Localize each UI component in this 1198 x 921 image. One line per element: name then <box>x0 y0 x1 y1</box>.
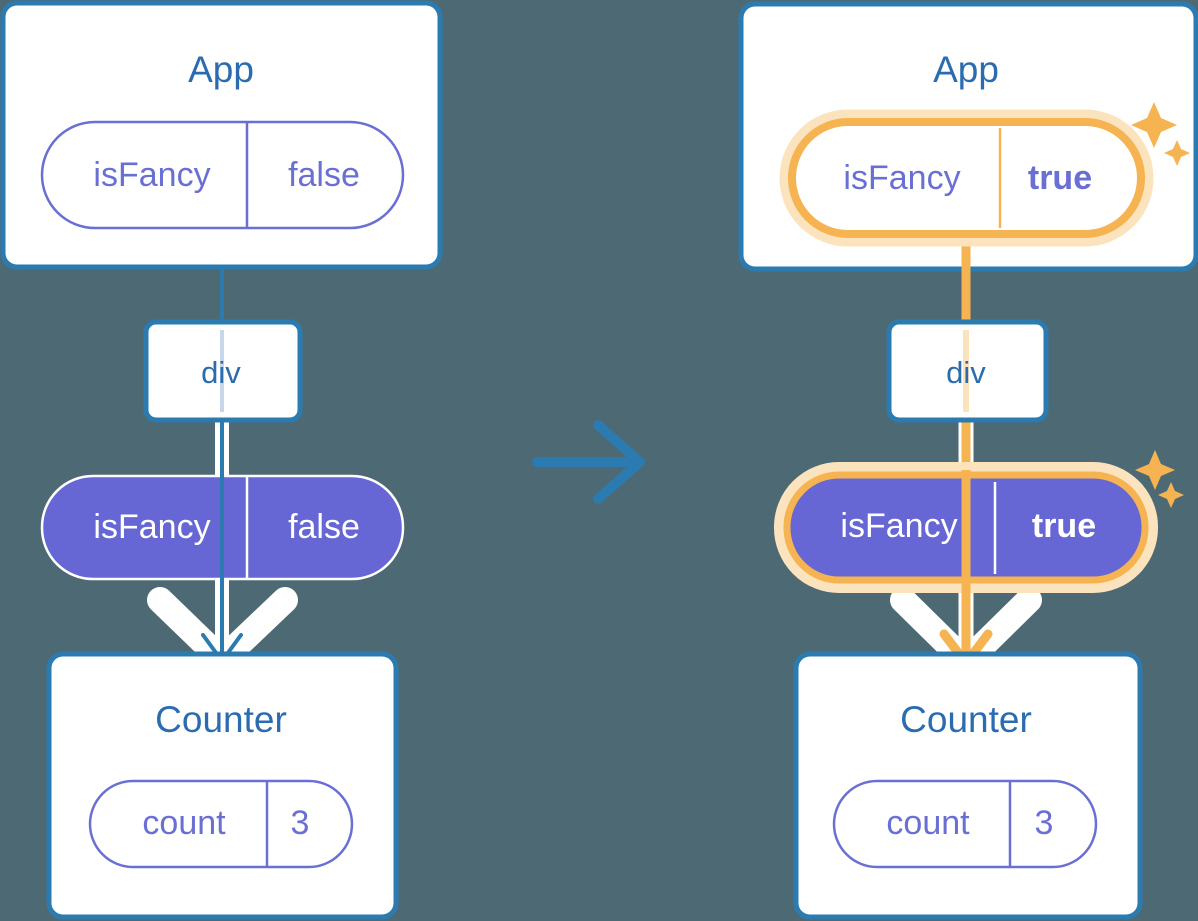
sparkle-large-top <box>1131 102 1177 148</box>
sparkle-small-mid <box>1158 482 1184 508</box>
counter-pill-value-after: 3 <box>1035 804 1054 842</box>
app-card-title-after: App <box>933 49 999 90</box>
div-node-after: div <box>886 319 1049 423</box>
counter-pill-key-after: count <box>886 804 970 842</box>
app-card-title-before: App <box>188 49 254 90</box>
sparkle-small-top <box>1164 140 1190 166</box>
counter-card-after: Counter count 3 <box>793 651 1143 920</box>
div-node-label-after: div <box>946 355 986 390</box>
props-pill-key-before: isFancy <box>93 508 210 546</box>
props-pill-value-before: false <box>288 508 360 546</box>
app-state-pill-after: isFancy true <box>779 109 1154 247</box>
sparkle-large-mid <box>1135 450 1175 490</box>
arrow-right-icon <box>532 420 645 504</box>
app-pill-value-after: true <box>1028 159 1092 197</box>
div-node-before: div <box>143 319 303 423</box>
counter-state-pill-before: count 3 <box>88 779 354 869</box>
app-state-pill-before: isFancy false <box>40 120 405 230</box>
app-pill-value-before: false <box>288 156 360 194</box>
counter-card-title-after: Counter <box>900 699 1032 740</box>
counter-card-before: Counter count 3 <box>46 651 399 920</box>
div-node-label-before: div <box>201 355 241 390</box>
counter-card-title-before: Counter <box>155 699 287 740</box>
app-pill-key-before: isFancy <box>93 156 210 194</box>
counter-pill-value-before: 3 <box>291 804 310 842</box>
app-pill-key-after: isFancy <box>843 159 960 197</box>
props-pill-key-after: isFancy <box>840 507 957 545</box>
counter-pill-key-before: count <box>142 804 226 842</box>
counter-state-pill-after: count 3 <box>832 779 1098 869</box>
props-pill-value-after: true <box>1032 507 1096 545</box>
